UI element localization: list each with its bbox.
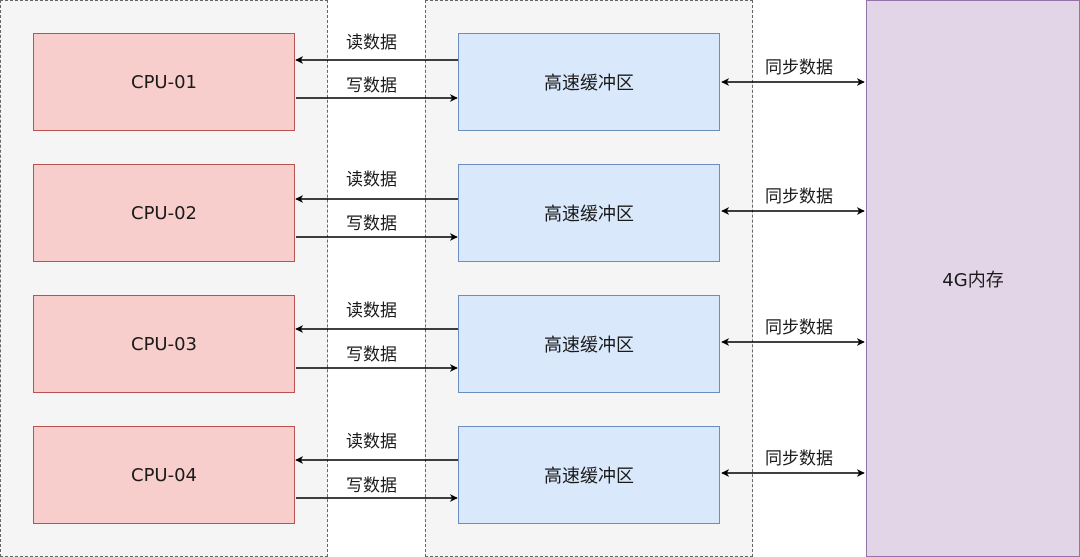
cpu-box: CPU-03	[33, 295, 295, 393]
sync-label: 同步数据	[765, 449, 833, 469]
write-label: 写数据	[346, 214, 397, 234]
cpu-box: CPU-01	[33, 33, 295, 131]
memory-label: 4G内存	[942, 269, 1004, 291]
cache-label: 高速缓冲区	[544, 466, 634, 487]
cpu-box: CPU-04	[33, 426, 295, 524]
cache-box: 高速缓冲区	[458, 164, 720, 262]
cpu-label: CPU-03	[131, 333, 197, 355]
cache-box: 高速缓冲区	[458, 295, 720, 393]
sync-label: 同步数据	[765, 187, 833, 207]
cpu-label: CPU-02	[131, 202, 197, 224]
write-label: 写数据	[346, 345, 397, 365]
cpu-label: CPU-01	[131, 71, 197, 93]
cache-box: 高速缓冲区	[458, 33, 720, 131]
cache-label: 高速缓冲区	[544, 335, 634, 356]
read-label: 读数据	[346, 301, 397, 321]
cache-label: 高速缓冲区	[544, 204, 634, 225]
cpu-label: CPU-04	[131, 464, 197, 486]
cache-label: 高速缓冲区	[544, 73, 634, 94]
read-label: 读数据	[346, 33, 397, 53]
write-label: 写数据	[346, 476, 397, 496]
sync-label: 同步数据	[765, 318, 833, 338]
read-label: 读数据	[346, 170, 397, 190]
cpu-box: CPU-02	[33, 164, 295, 262]
cache-box: 高速缓冲区	[458, 426, 720, 524]
write-label: 写数据	[346, 76, 397, 96]
read-label: 读数据	[346, 432, 397, 452]
sync-label: 同步数据	[765, 58, 833, 78]
